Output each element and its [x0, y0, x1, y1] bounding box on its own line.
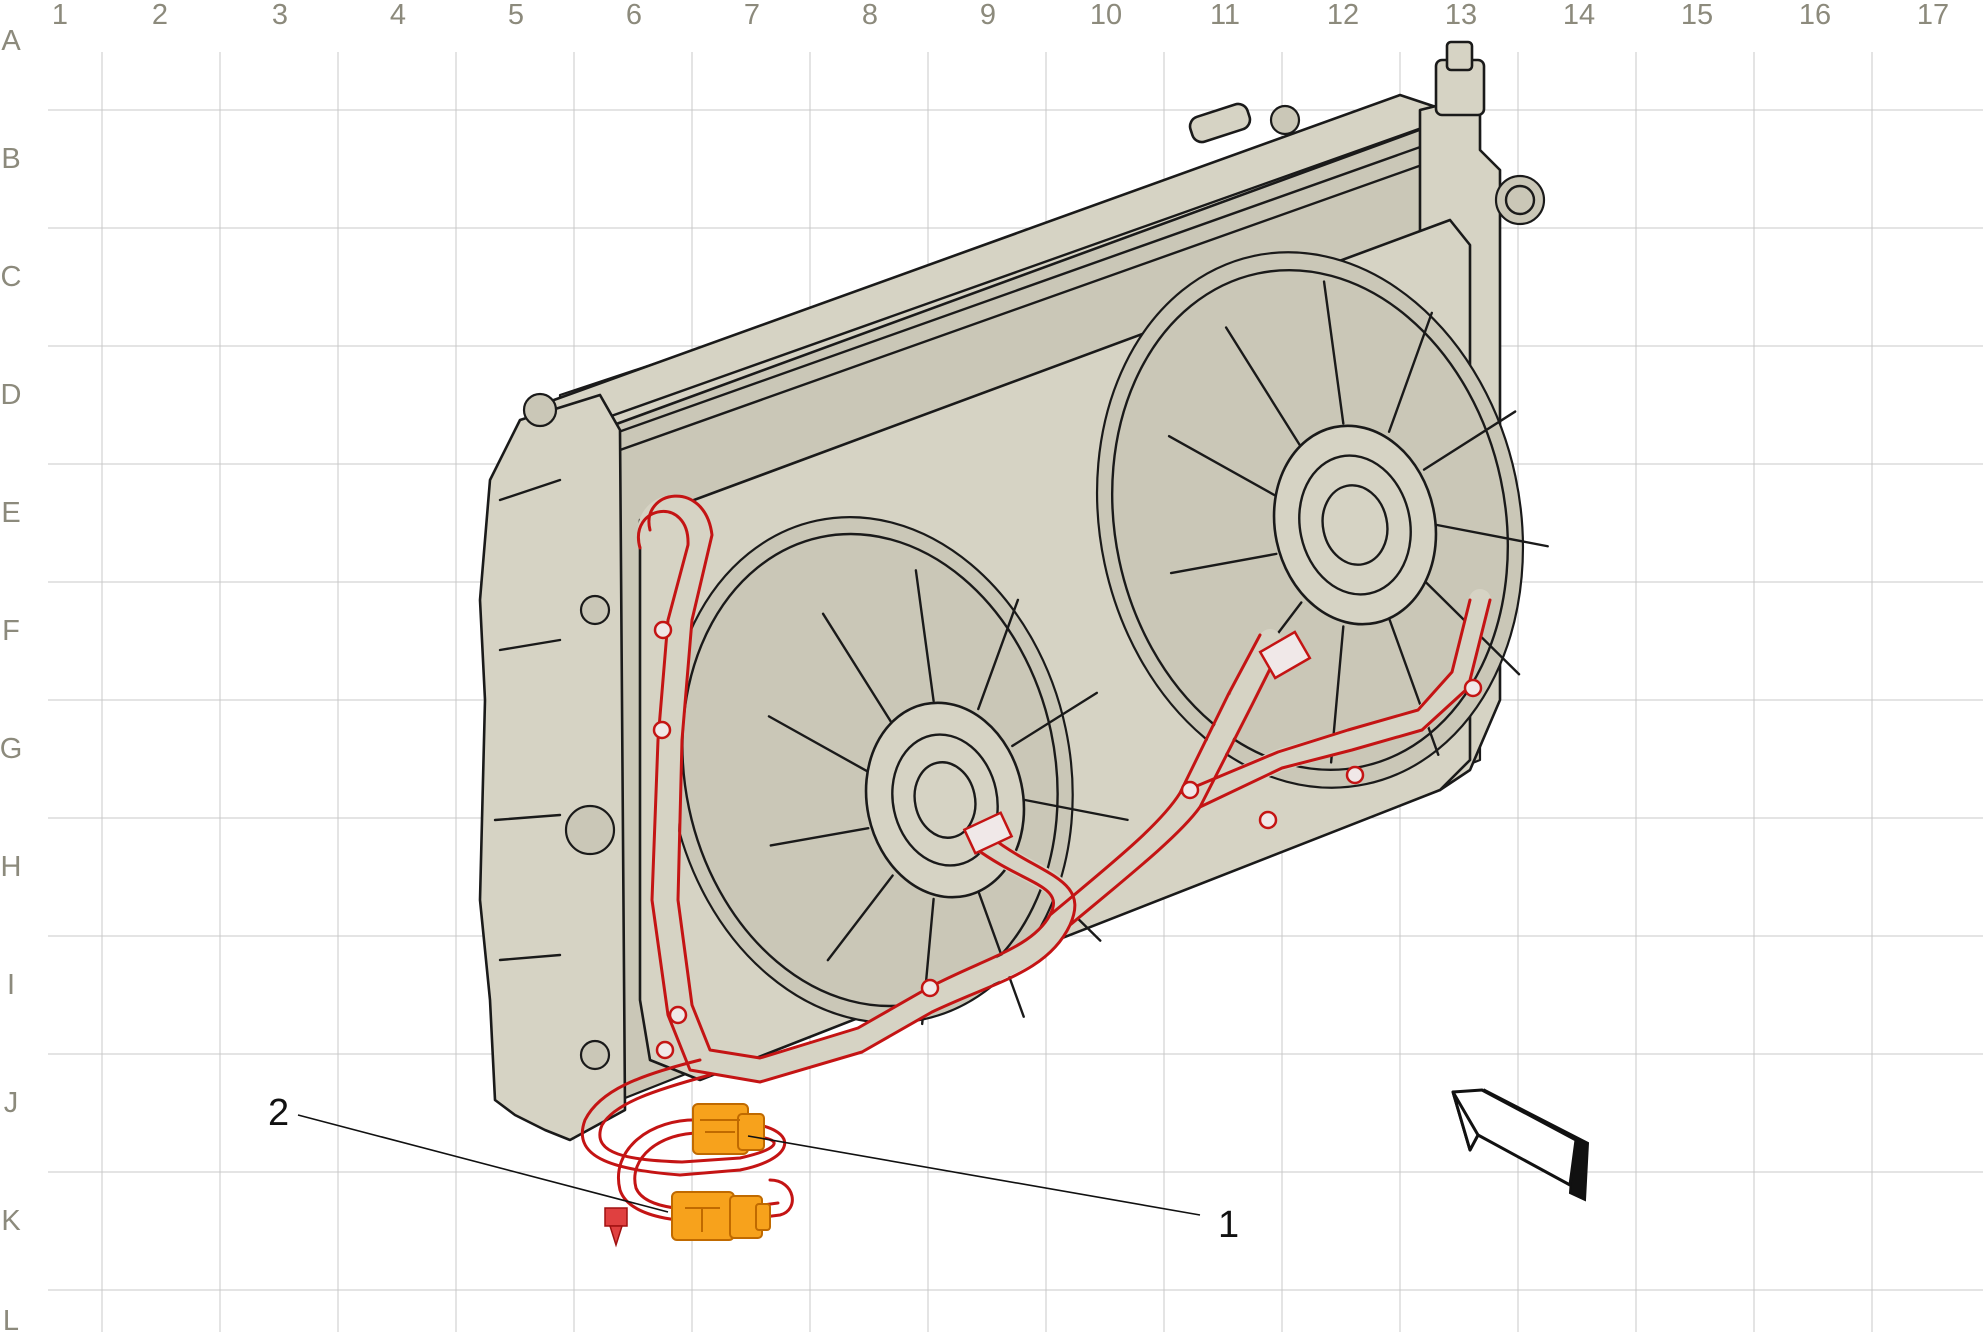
- grid-column-label: 12: [1327, 0, 1359, 31]
- harness-clips: [652, 620, 1483, 1060]
- fan-spoke: [977, 598, 1020, 711]
- leader-line-2: [297, 1114, 669, 1213]
- grid-row-label: B: [1, 143, 20, 175]
- harness-clip: [668, 1005, 688, 1025]
- fan-spoke: [826, 874, 894, 962]
- fan-spoke: [767, 715, 870, 774]
- right-fan-spokes: [1167, 280, 1549, 764]
- fan-spoke: [1011, 691, 1099, 748]
- harness-clip: [653, 620, 673, 640]
- radiator-fan-module: [478, 40, 1549, 1142]
- fan-spoke: [1435, 523, 1549, 548]
- grid-row-label: H: [1, 851, 22, 883]
- grid-column-label: 15: [1681, 0, 1713, 31]
- radiator-outlet-pipe: [1494, 174, 1546, 226]
- grid-row-label: J: [4, 1087, 19, 1119]
- grid-column-label: 16: [1799, 0, 1831, 31]
- leader-line-1: [747, 1135, 1201, 1216]
- fan-spoke: [821, 612, 894, 726]
- fan-spoke: [1167, 434, 1278, 498]
- fan-spoke: [1023, 798, 1129, 822]
- grid-row-label: F: [2, 615, 20, 647]
- grid-column-label: 2: [152, 0, 168, 31]
- harness-clip: [1180, 780, 1200, 800]
- grid-column-label: 8: [862, 0, 878, 31]
- fan-spoke: [1322, 280, 1345, 425]
- grid-column-label: 10: [1090, 0, 1122, 31]
- grid-row-label: G: [0, 733, 22, 765]
- grid-column-label: 14: [1563, 0, 1595, 31]
- grid-column-label: 6: [626, 0, 642, 31]
- harness-clip: [652, 720, 672, 740]
- grid-row-label: K: [1, 1205, 21, 1237]
- grid-row-label: C: [1, 261, 22, 293]
- callout-2: 2: [268, 1092, 289, 1134]
- right-fan-motor-connector: [1258, 630, 1312, 680]
- grid-column-label: 9: [980, 0, 996, 31]
- connector-lower: [671, 1191, 771, 1241]
- fan-spoke: [1387, 617, 1440, 756]
- harness-clip: [1345, 765, 1365, 785]
- fan-spoke: [769, 826, 870, 847]
- grid-column-label: 11: [1210, 0, 1240, 31]
- grid-column-label: 13: [1445, 0, 1477, 31]
- fan-spoke: [1169, 552, 1278, 575]
- callout-1: 1: [1218, 1204, 1239, 1246]
- fan-spoke: [1224, 326, 1303, 449]
- harness-clip: [920, 978, 940, 998]
- radiator-left-tank: [478, 393, 627, 1142]
- grid-row-label: L: [3, 1305, 19, 1332]
- grid-row-label: D: [1, 379, 22, 411]
- ground-bolt: [604, 1207, 628, 1248]
- grid-column-label: 4: [390, 0, 406, 31]
- grid-row-labels: A B C D E F G H I J K L: [0, 25, 22, 1332]
- grid-row-label: A: [1, 25, 21, 57]
- left-fan-motor-connector: [962, 811, 1014, 855]
- fan-spoke: [914, 569, 935, 703]
- fan-spoke: [1422, 410, 1517, 471]
- grid-column-label: 3: [272, 0, 288, 31]
- grid-row-label: I: [7, 969, 15, 1001]
- harness-clip: [1463, 678, 1483, 698]
- grid-column-label: 7: [744, 0, 760, 31]
- harness-clip: [1258, 810, 1278, 830]
- grid-column-label: 5: [508, 0, 524, 31]
- grid-column-label: 1: [52, 0, 68, 31]
- grid-row-label: E: [1, 497, 20, 529]
- connector-upper: [692, 1103, 765, 1155]
- grid-column-label: 17: [1917, 0, 1949, 31]
- harness-clip: [655, 1040, 675, 1060]
- arrow-view-icon: [1451, 1088, 1590, 1202]
- fan-spoke: [1387, 311, 1434, 433]
- right-fan-motor: [1272, 424, 1438, 626]
